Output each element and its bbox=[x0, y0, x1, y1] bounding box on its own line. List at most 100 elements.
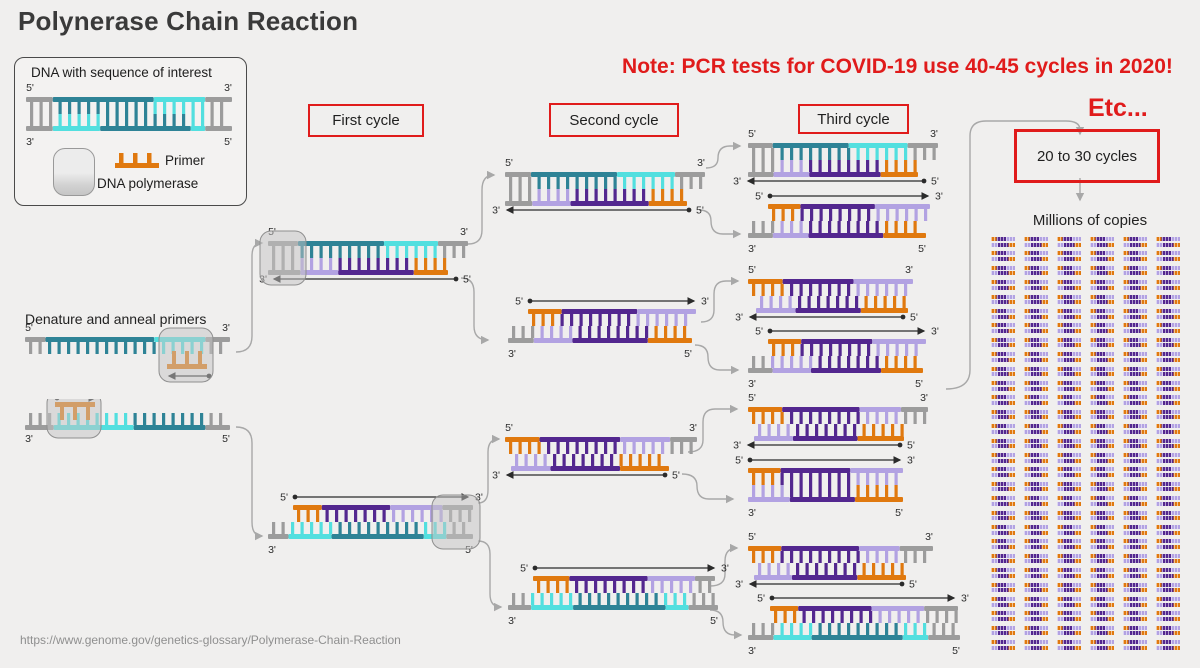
dna-copy bbox=[1057, 366, 1081, 377]
third-cycle-product-2: 5'3'3'5' bbox=[748, 191, 943, 255]
dna-copy bbox=[991, 265, 1015, 276]
dna-copy bbox=[1156, 453, 1180, 463]
denature-top-strand: 5' 3' bbox=[25, 322, 230, 383]
primer-label: Primer bbox=[165, 153, 205, 168]
svg-text:3': 3' bbox=[222, 322, 230, 334]
dna-copy bbox=[1057, 539, 1081, 549]
dna-copy bbox=[1024, 625, 1048, 636]
dna-copy bbox=[1156, 539, 1180, 549]
dna-copy bbox=[991, 496, 1015, 506]
first-cycle-text: First cycle bbox=[332, 112, 400, 129]
dna-polymerase-icon bbox=[53, 148, 95, 196]
svg-text:5': 5' bbox=[224, 136, 232, 148]
dna-copy bbox=[1090, 366, 1114, 377]
svg-text:5': 5' bbox=[280, 492, 288, 504]
svg-text:5': 5' bbox=[505, 422, 513, 434]
dna-copy bbox=[1156, 309, 1180, 319]
dna-copy bbox=[1024, 409, 1048, 420]
dna-copy bbox=[1090, 251, 1114, 261]
dna-copy bbox=[1057, 640, 1081, 650]
dna-copy bbox=[1057, 611, 1081, 621]
dna-copy bbox=[1057, 409, 1081, 420]
dna-copy bbox=[1156, 625, 1180, 636]
dna-copy bbox=[1123, 525, 1147, 535]
dna-copy bbox=[991, 395, 1015, 405]
svg-text:5': 5' bbox=[25, 322, 33, 334]
dna-copy bbox=[1123, 409, 1147, 420]
svg-text:5': 5' bbox=[505, 157, 513, 169]
dna-copy bbox=[1057, 309, 1081, 319]
dna-copy bbox=[1123, 582, 1147, 593]
svg-text:3': 3' bbox=[26, 136, 34, 148]
dna-copy bbox=[1123, 553, 1147, 564]
dna-copy bbox=[991, 309, 1015, 319]
dna-copy bbox=[1057, 294, 1081, 305]
dna-copy bbox=[1024, 294, 1048, 305]
dna-copy bbox=[1057, 395, 1081, 405]
svg-text:5': 5' bbox=[895, 507, 903, 519]
svg-text:3': 3' bbox=[735, 312, 743, 324]
dna-copy bbox=[1024, 611, 1048, 621]
dna-copy bbox=[1024, 381, 1048, 391]
dna-copy bbox=[1057, 424, 1081, 434]
dna-copy bbox=[1024, 309, 1048, 319]
dna-copy bbox=[1123, 294, 1147, 305]
dna-copy bbox=[1090, 611, 1114, 621]
dna-copy bbox=[1156, 597, 1180, 607]
third-cycle-product-7: 5'3'3'5' bbox=[735, 531, 933, 591]
dna-copy bbox=[1024, 438, 1048, 449]
svg-text:5': 5' bbox=[672, 470, 680, 482]
svg-text:3': 3' bbox=[920, 392, 928, 404]
dna-copy bbox=[1156, 237, 1180, 247]
dna-copy bbox=[991, 352, 1015, 362]
svg-text:5': 5' bbox=[684, 348, 692, 360]
dna-copy bbox=[1123, 352, 1147, 362]
dna-copy bbox=[1123, 481, 1147, 492]
dna-copy bbox=[1156, 409, 1180, 420]
dna-copy bbox=[1024, 568, 1048, 578]
dna-copy bbox=[1090, 424, 1114, 434]
second-cycle-product-3: 5'3'3'5' bbox=[492, 422, 697, 482]
svg-text:3': 3' bbox=[733, 176, 741, 188]
dna-copy bbox=[991, 467, 1015, 477]
dna-copy bbox=[1123, 323, 1147, 333]
svg-text:3': 3' bbox=[905, 264, 913, 276]
dna-copy bbox=[1090, 467, 1114, 477]
dna-copy bbox=[1156, 582, 1180, 593]
dna-copy bbox=[991, 323, 1015, 333]
dna-copy bbox=[1123, 438, 1147, 449]
dna-copy bbox=[991, 611, 1015, 621]
dna-copy bbox=[1123, 611, 1147, 621]
svg-text:3': 3' bbox=[735, 579, 743, 591]
legend-box: DNA with sequence of interest Primer DNA… bbox=[14, 57, 247, 206]
dna-copy bbox=[1024, 640, 1048, 650]
dna-copy bbox=[1123, 453, 1147, 463]
svg-text:5': 5' bbox=[26, 82, 34, 94]
dna-copy bbox=[1024, 366, 1048, 377]
svg-text:5': 5' bbox=[918, 243, 926, 255]
dna-copy bbox=[1090, 352, 1114, 362]
svg-text:5': 5' bbox=[222, 433, 230, 445]
svg-text:5': 5' bbox=[952, 645, 960, 657]
dna-copy bbox=[1024, 582, 1048, 593]
svg-text:3': 3' bbox=[961, 593, 969, 605]
svg-text:5': 5' bbox=[515, 296, 523, 308]
dna-copy bbox=[1057, 525, 1081, 535]
dna-polymerase-label: DNA polymerase bbox=[97, 176, 199, 191]
dna-copy bbox=[1057, 265, 1081, 276]
dna-copy bbox=[991, 337, 1015, 348]
denature-label: Denature and anneal primers bbox=[25, 311, 207, 327]
third-cycle-product-4: 5'3'3'5' bbox=[748, 326, 939, 390]
svg-text:5': 5' bbox=[748, 392, 756, 404]
dna-copy bbox=[1024, 496, 1048, 506]
cycles-box: 20 to 30 cycles bbox=[1014, 129, 1160, 183]
svg-text:3': 3' bbox=[907, 455, 915, 467]
dna-copy bbox=[1156, 337, 1180, 348]
svg-text:3': 3' bbox=[460, 226, 468, 238]
dna-copy bbox=[1024, 481, 1048, 492]
dna-copy bbox=[1156, 438, 1180, 449]
svg-text:3': 3' bbox=[930, 128, 938, 140]
dna-copy bbox=[1057, 597, 1081, 607]
dna-copy bbox=[1090, 496, 1114, 506]
svg-text:5': 5' bbox=[907, 440, 915, 452]
